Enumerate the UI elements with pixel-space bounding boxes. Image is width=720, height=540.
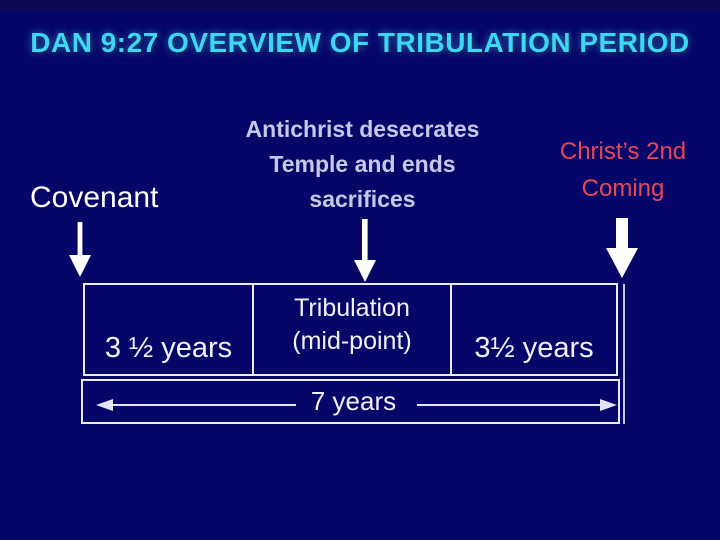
second-coming-block-down-arrow-icon xyxy=(606,218,638,278)
seven-years-label: 7 years xyxy=(310,386,397,416)
timeline-segment-first-half: 3 ½ years xyxy=(85,285,252,374)
second-coming-label: Christ’s 2nd Coming xyxy=(543,133,703,207)
seven-years-box: 7 years xyxy=(81,379,620,424)
segment-label: 3 ½ years xyxy=(104,332,233,364)
top-edge-band xyxy=(0,0,720,11)
segment-sublabel: (mid-point) xyxy=(292,326,412,355)
left-arrow-icon xyxy=(96,399,296,411)
covenant-label: Covenant xyxy=(30,181,159,214)
tribulation-timeline-table: 3 ½ years Tribulation (mid-point) 3½ yea… xyxy=(83,283,618,376)
second-coming-line-2: Coming xyxy=(581,175,665,202)
antichrist-line-1: Antichrist desecrates xyxy=(245,116,480,142)
midpoint-down-arrow-icon xyxy=(354,219,376,282)
timeline-segment-midpoint: Tribulation (mid-point) xyxy=(252,285,452,374)
second-coming-line-1: Christ’s 2nd xyxy=(559,138,687,165)
slide-title: DAN 9:27 OVERVIEW OF TRIBULATION PERIOD xyxy=(30,27,690,58)
covenant-down-arrow-icon xyxy=(69,222,91,277)
table-outer-edge-line xyxy=(623,284,625,424)
segment-label: Tribulation xyxy=(294,293,410,322)
right-arrow-icon xyxy=(417,399,617,411)
timeline-segment-second-half: 3½ years xyxy=(452,285,616,374)
segment-label: 3½ years xyxy=(474,332,594,364)
antichrist-desecrates-label: Antichrist desecrates Temple and ends sa… xyxy=(215,112,510,217)
antichrist-line-3: sacrifices xyxy=(309,186,416,212)
antichrist-line-2: Temple and ends xyxy=(269,151,456,177)
